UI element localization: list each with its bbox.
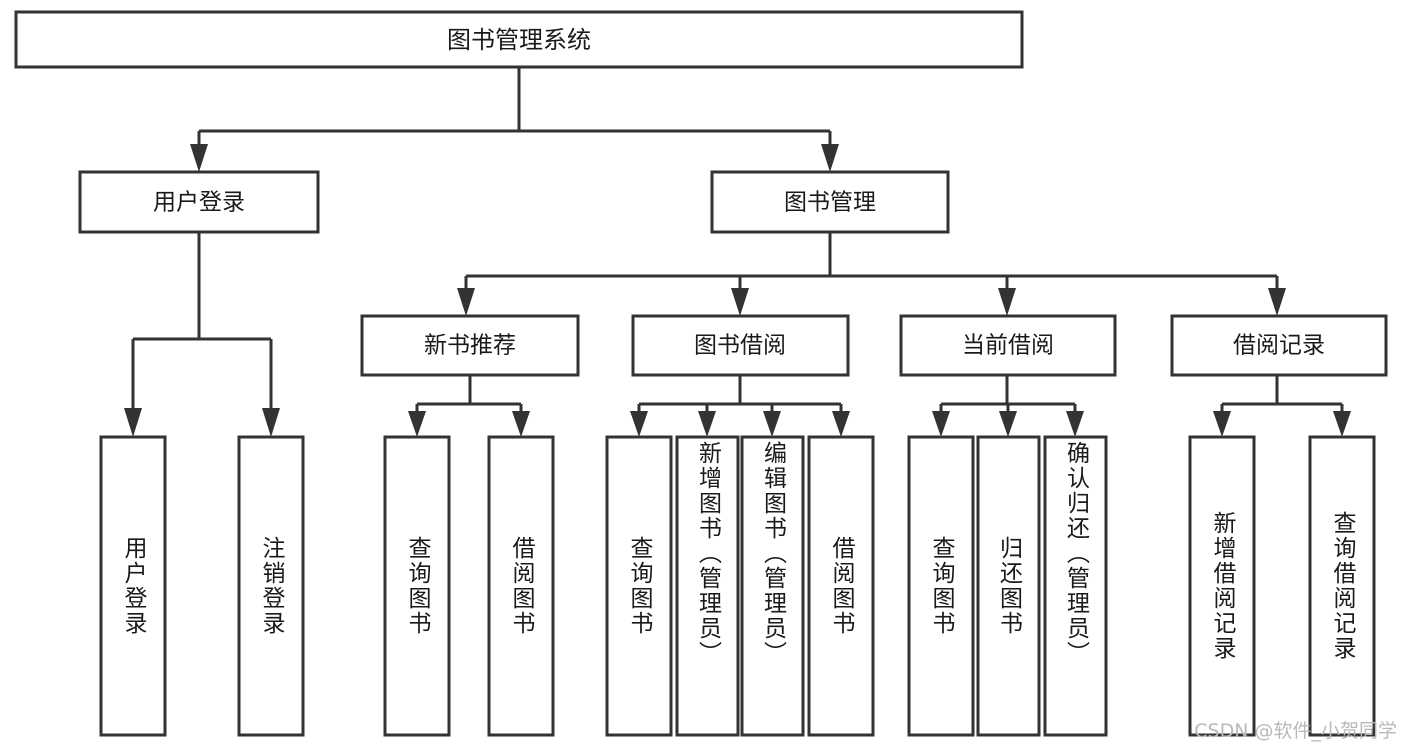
node-box-borrow-record[interactable] [1170,314,1388,377]
arrow-head-leaf-return-book [999,411,1017,437]
connector-group-borrow-record [1213,375,1351,437]
arrow-head-book-management [821,144,839,172]
node-label-book-borrow: 图书借阅 [694,333,786,359]
arrow-head-leaf-query-book-1 [408,411,426,437]
node-box-new-book-recommend[interactable] [360,314,580,377]
node-box-leaf-confirm-return[interactable] [1043,435,1108,737]
node-box-current-borrow[interactable] [899,314,1117,377]
node-label-borrow-record: 借阅记录 [1233,333,1325,359]
node-label-user-login: 用户登录 [153,190,245,216]
node-box-leaf-logout-login[interactable] [237,435,305,737]
node-label-current-borrow: 当前借阅 [962,333,1054,359]
arrow-head-borrow-record [1268,288,1286,316]
node-box-leaf-borrow-book-1[interactable] [487,435,555,737]
node-box-leaf-add-book[interactable] [675,435,740,737]
node-box-root[interactable] [14,10,1024,69]
arrow-head-leaf-edit-book [763,411,781,437]
node-box-leaf-query-book-2[interactable] [605,435,673,737]
arrow-head-leaf-logout-login [262,408,280,437]
arrow-head-leaf-confirm-return [1066,411,1084,437]
node-box-leaf-query-book-1[interactable] [383,435,451,737]
arrow-head-book-borrow [731,288,749,316]
arrow-head-new-book-recommend [457,288,475,316]
node-box-book-management[interactable] [710,170,950,234]
arrow-head-leaf-user-login [124,408,142,437]
node-label-book-management: 图书管理 [784,190,876,216]
node-box-leaf-add-record[interactable] [1188,435,1256,737]
arrow-head-leaf-query-book-3 [932,411,950,437]
connector-group-root [190,67,839,172]
arrow-head-leaf-add-book [698,411,716,437]
arrow-head-leaf-query-book-2 [630,411,648,437]
node-box-leaf-user-login[interactable] [99,435,167,737]
node-label-new-book-recommend: 新书推荐 [424,333,516,359]
node-box-leaf-query-record[interactable] [1308,435,1376,737]
node-box-leaf-edit-book[interactable] [740,435,805,737]
arrow-head-user-login [190,144,208,172]
connector-group-user-login [124,232,280,437]
arrow-head-current-borrow [998,288,1016,316]
connector-group-book-management [457,232,1286,316]
node-label-root: 图书管理系统 [447,26,591,54]
connector-group-book-borrow [630,375,850,437]
node-box-book-borrow[interactable] [631,314,850,377]
connector-group-new-book-recommend [408,375,530,437]
node-box-leaf-return-book[interactable] [976,435,1041,737]
connector-group-current-borrow [932,375,1084,437]
arrow-head-leaf-add-record [1213,411,1231,437]
arrow-head-leaf-borrow-book-1 [512,411,530,437]
arrow-head-leaf-query-record [1333,411,1351,437]
node-box-user-login[interactable] [78,170,320,234]
node-box-leaf-borrow-book-2[interactable] [807,435,875,737]
node-box-leaf-query-book-3[interactable] [907,435,975,737]
arrow-head-leaf-borrow-book-2 [832,411,850,437]
